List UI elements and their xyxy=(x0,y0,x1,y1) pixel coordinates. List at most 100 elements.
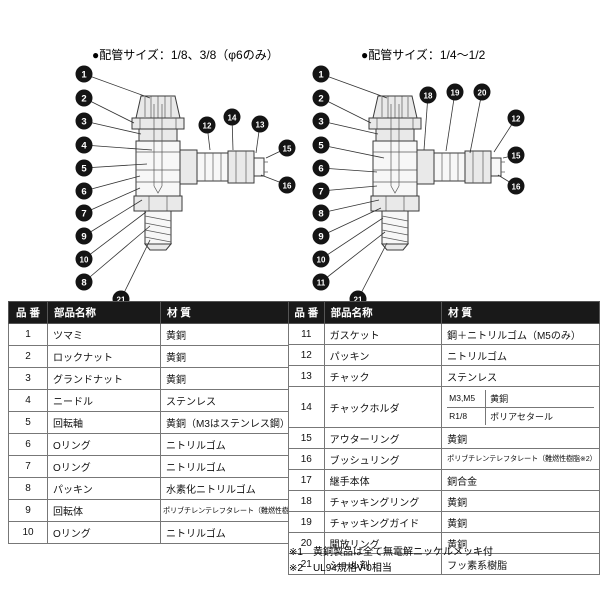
balloon-1 xyxy=(312,65,330,83)
balloon-18 xyxy=(419,86,437,104)
balloon-8 xyxy=(312,204,330,222)
part-name-cell: パッキン xyxy=(47,477,161,500)
part-no-cell: 16 xyxy=(288,448,325,470)
part-name-cell: 回転体 xyxy=(47,499,161,522)
leader-line xyxy=(83,73,151,99)
balloon-number: 11 xyxy=(317,278,326,287)
part-material-cell: 黄銅 xyxy=(441,511,600,533)
balloon-number: 3 xyxy=(318,116,323,127)
balloon-number: 21 xyxy=(354,295,363,304)
balloon-14 xyxy=(223,108,241,126)
part-no-cell: 17 xyxy=(288,469,325,491)
balloon-8 xyxy=(75,273,93,291)
part-name-cell: Oリング xyxy=(47,433,161,456)
part-name-cell: 継手本体 xyxy=(323,469,443,491)
leader-line xyxy=(423,94,429,151)
leader-line xyxy=(469,91,483,154)
balloon-16 xyxy=(278,176,296,194)
balloon-3 xyxy=(312,112,330,130)
balloon-number: 19 xyxy=(451,88,460,97)
balloon-number: 7 xyxy=(318,186,323,197)
balloon-number: 14 xyxy=(228,113,237,122)
part-name-cell: Oリング xyxy=(47,521,161,544)
pipe-size-heading-right: ●配管サイズ：1/4～1/2 xyxy=(361,48,486,62)
balloon-number: 6 xyxy=(81,186,86,197)
pipe-size-heading-left: ●配管サイズ：1/8、3/8（φ6のみ） xyxy=(92,48,279,62)
fitting-drawing-right xyxy=(368,95,506,251)
balloon-number: 8 xyxy=(318,208,323,219)
part-material-cell: ポリブチレンテレフタレート（難燃性樹脂※2） xyxy=(441,448,600,470)
part-no-cell: 8 xyxy=(8,477,48,500)
balloon-number: 9 xyxy=(81,231,86,242)
leader-line xyxy=(120,239,151,300)
part-material-cell: 黄銅 xyxy=(441,427,600,449)
leader-line xyxy=(320,97,372,124)
balloon-11 xyxy=(312,273,330,291)
column-header: 部品名称 xyxy=(47,301,161,324)
leader-line xyxy=(320,217,384,260)
part-material-cell: ニトリルゴム xyxy=(441,344,600,366)
part-material-cell: ステンレス xyxy=(441,365,600,387)
material-cell: ポリアセタール xyxy=(490,411,553,422)
balloon-9 xyxy=(312,227,330,245)
part-no-cell: 15 xyxy=(288,427,325,449)
part-name-cell: Oリング xyxy=(47,455,161,478)
leader-line xyxy=(83,144,153,151)
balloon-7 xyxy=(312,182,330,200)
part-no-cell: 9 xyxy=(8,499,48,522)
balloon-number: 21 xyxy=(117,295,126,304)
balloon-9 xyxy=(75,227,93,245)
part-no-cell: 6 xyxy=(8,433,48,456)
part-no-cell: 3 xyxy=(8,367,48,390)
leader-line xyxy=(357,242,388,300)
balloon-number: 6 xyxy=(318,163,323,174)
balloon-4 xyxy=(75,136,93,154)
balloon-12 xyxy=(198,116,216,134)
part-name-cell: ニードル xyxy=(47,389,161,412)
part-no-cell: 4 xyxy=(8,389,48,412)
column-header: 品 番 xyxy=(288,301,325,324)
balloon-number: 15 xyxy=(283,144,292,153)
balloon-number: 7 xyxy=(81,208,86,219)
balloon-number: 20 xyxy=(478,88,487,97)
leader-line xyxy=(83,97,135,124)
balloon-3 xyxy=(75,112,93,130)
leader-line xyxy=(320,231,386,283)
balloon-number: 1 xyxy=(81,69,87,80)
balloon-number: 2 xyxy=(81,93,86,104)
footnote-brass-plating: ※1 黄銅製品は全て無電解ニッケルメッキ付 xyxy=(289,547,493,558)
balloon-number: 16 xyxy=(512,182,521,191)
part-no-cell: 19 xyxy=(288,511,325,533)
part-no-cell: 18 xyxy=(288,490,325,512)
balloon-19 xyxy=(446,83,464,101)
header-row: 品 番部品名称材 質 xyxy=(8,301,312,324)
part-no-cell: 5 xyxy=(8,411,48,434)
balloon-6 xyxy=(75,182,93,200)
balloon-16 xyxy=(507,177,525,195)
part-name-cell: ガスケット xyxy=(323,323,443,345)
part-no-cell: 2 xyxy=(8,345,48,368)
balloon-number: 5 xyxy=(318,140,324,151)
part-no-cell: 12 xyxy=(288,344,325,366)
column-header: 部品名称 xyxy=(323,301,443,324)
part-name-cell: チャックホルダ xyxy=(323,386,443,428)
part-name-cell: 回転軸 xyxy=(47,411,161,434)
balloon-12 xyxy=(507,109,525,127)
leader-line xyxy=(83,175,141,192)
balloon-number: 13 xyxy=(256,120,265,129)
